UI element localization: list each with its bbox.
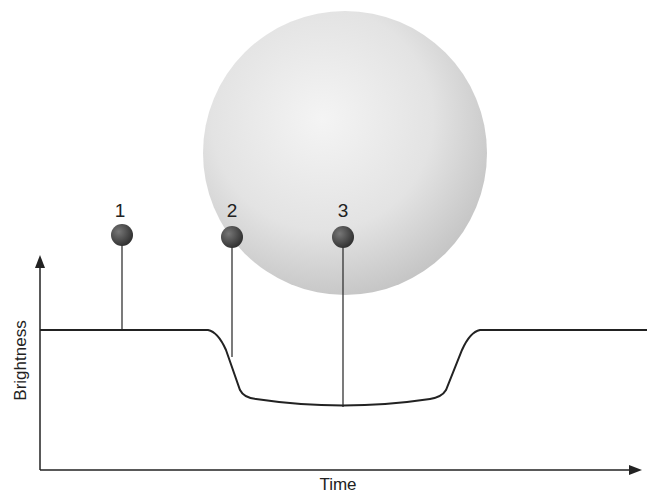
leader-line	[231, 247, 232, 357]
axis-title: Brightness	[12, 320, 29, 400]
leader-line	[121, 245, 122, 330]
light-curve	[40, 330, 647, 406]
planet	[221, 226, 243, 248]
axis-arrow	[629, 465, 642, 475]
leader-line	[342, 247, 343, 407]
x-axis	[40, 469, 634, 471]
callout-number: 1	[115, 201, 126, 220]
planet	[111, 224, 133, 246]
y-axis	[39, 262, 41, 470]
star	[203, 11, 487, 295]
planet	[332, 226, 354, 248]
axis-title: Time	[319, 476, 356, 493]
callout-number: 2	[227, 201, 238, 220]
axis-arrow	[35, 255, 45, 268]
callout-number: 3	[338, 201, 349, 220]
